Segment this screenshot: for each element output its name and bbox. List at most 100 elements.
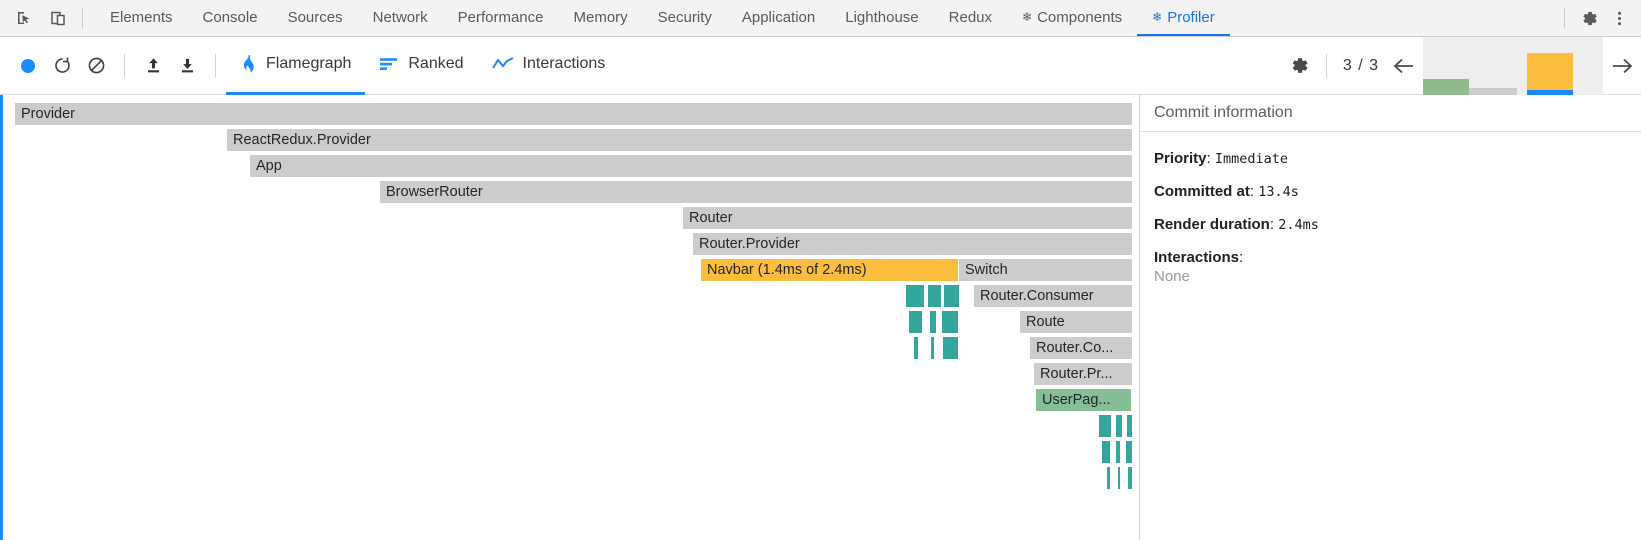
flame-bar-router.co...[interactable]: Router.Co...: [1030, 337, 1133, 360]
flame-bar-unlabeled-17[interactable]: [931, 337, 935, 360]
flame-bar-unlabeled-9[interactable]: [928, 285, 942, 308]
ranked-bars-icon: [379, 56, 399, 72]
tab-memory[interactable]: Memory: [559, 0, 643, 36]
more-options-icon[interactable]: [1605, 4, 1633, 32]
reload-and-profile-button[interactable]: [46, 50, 78, 82]
tab-label: Sources: [287, 8, 343, 26]
flame-bar-unlabeled-8[interactable]: [906, 285, 925, 308]
flame-bar-unlabeled-23[interactable]: [1116, 415, 1123, 438]
toolbar-divider: [124, 53, 125, 78]
flame-bar-unlabeled-13[interactable]: [930, 311, 937, 334]
commit-bar-1[interactable]: [1423, 37, 1469, 95]
tab-application[interactable]: Application: [727, 0, 830, 36]
tab-performance[interactable]: Performance: [443, 0, 559, 36]
flame-bar-navbar[interactable]: Navbar (1.4ms of 2.4ms): [701, 259, 959, 282]
profiler-controls: [0, 50, 226, 82]
tab-security[interactable]: Security: [643, 0, 727, 36]
tab-redux[interactable]: Redux: [934, 0, 1007, 36]
detail-value: 2.4ms: [1278, 217, 1319, 233]
tab-network[interactable]: Network: [358, 0, 443, 36]
flame-icon: [240, 54, 257, 74]
tab-label: Redux: [948, 8, 993, 26]
flame-bar-userpag...[interactable]: UserPag...: [1036, 389, 1132, 412]
tab-sources[interactable]: Sources: [273, 0, 358, 36]
commit-bar-2[interactable]: [1469, 37, 1517, 95]
devtools-tabbar: Elements Console Sources Network Perform…: [0, 0, 1641, 37]
flame-bar-unlabeled-12[interactable]: [909, 311, 923, 334]
tab-label: Components: [1037, 8, 1123, 26]
commit-navigation: 3 / 3: [1284, 36, 1641, 95]
flame-bar-unlabeled-29[interactable]: [1118, 467, 1121, 490]
tab-elements[interactable]: Elements: [95, 0, 188, 36]
flame-bar-unlabeled-25[interactable]: [1102, 441, 1111, 464]
tab-console[interactable]: Console: [188, 0, 273, 36]
pane-divider[interactable]: [1139, 95, 1140, 540]
react-atom-icon: ❄: [1022, 10, 1033, 24]
detail-row-interactions: Interactions:: [1154, 249, 1641, 266]
flame-bar-unlabeled-30[interactable]: [1128, 467, 1133, 490]
flame-bar-router[interactable]: Router: [683, 207, 1133, 230]
tab-label: Application: [741, 8, 816, 26]
detail-key: Committed at: [1154, 183, 1250, 200]
flame-bar-unlabeled-14[interactable]: [942, 311, 959, 334]
next-commit-button[interactable]: [1603, 49, 1641, 83]
tab-label: Lighthouse: [845, 8, 919, 26]
flame-bar-unlabeled-22[interactable]: [1099, 415, 1112, 438]
flame-bar-provider[interactable]: Provider: [15, 103, 1133, 126]
flame-bar-unlabeled-24[interactable]: [1127, 415, 1133, 438]
tab-label: Security: [657, 8, 712, 26]
tab-components[interactable]: ❄ Components: [1007, 0, 1137, 36]
profiler-view-tabs: Flamegraph Ranked Intera: [226, 37, 619, 95]
flame-bar-reactredux.provider[interactable]: ReactRedux.Provider: [227, 129, 1133, 152]
flame-bar-router.consumer[interactable]: Router.Consumer: [974, 285, 1133, 308]
flame-bar-route[interactable]: Route: [1020, 311, 1133, 334]
commit-selector-chart[interactable]: [1423, 36, 1603, 95]
flame-bar-unlabeled-10[interactable]: [944, 285, 960, 308]
tabbar-divider: [82, 8, 83, 28]
record-button[interactable]: [12, 50, 44, 82]
detail-separator: :: [1206, 150, 1215, 167]
view-tab-label: Ranked: [408, 55, 464, 72]
flame-bar-router.pr...[interactable]: Router.Pr...: [1034, 363, 1133, 386]
settings-gear-icon[interactable]: [1575, 4, 1603, 32]
tab-flamegraph[interactable]: Flamegraph: [226, 37, 366, 95]
flame-bar-unlabeled-16[interactable]: [914, 337, 919, 360]
commit-details-body: Priority: Immediate Committed at: 13.4s …: [1140, 132, 1641, 285]
detail-key: Render duration: [1154, 216, 1270, 233]
flame-bar-switch[interactable]: Switch: [959, 259, 1133, 282]
clear-profiling-data-button[interactable]: [80, 50, 112, 82]
flame-bar-unlabeled-28[interactable]: [1107, 467, 1111, 490]
load-profile-button[interactable]: [137, 50, 169, 82]
save-profile-button[interactable]: [171, 50, 203, 82]
flame-bar-app[interactable]: App: [250, 155, 1133, 178]
commit-bar-3[interactable]: [1527, 37, 1573, 95]
tab-ranked[interactable]: Ranked: [365, 37, 477, 95]
tabbar-right-icon-group: [1560, 0, 1641, 36]
tab-label: Memory: [573, 8, 628, 26]
device-toolbar-icon[interactable]: [44, 4, 72, 32]
detail-separator: :: [1249, 183, 1259, 200]
detail-separator: :: [1269, 216, 1279, 233]
tab-lighthouse[interactable]: Lighthouse: [830, 0, 933, 36]
commit-details-pane: Commit information Priority: Immediate C…: [1140, 95, 1641, 540]
flame-bar-unlabeled-26[interactable]: [1116, 441, 1121, 464]
tabbar-left-icon-group: [0, 0, 95, 36]
profiler-settings-gear-icon[interactable]: [1284, 50, 1316, 82]
tab-profiler[interactable]: ❄ Profiler: [1137, 0, 1230, 36]
inspect-element-icon[interactable]: [10, 4, 38, 32]
flame-bar-browserrouter[interactable]: BrowserRouter: [380, 181, 1133, 204]
detail-row-render-duration: Render duration: 2.4ms: [1154, 216, 1641, 233]
flame-bar-unlabeled-27[interactable]: [1126, 441, 1133, 464]
detail-key: Interactions: [1154, 249, 1240, 266]
tab-interactions[interactable]: Interactions: [478, 37, 620, 95]
view-tab-label: Interactions: [522, 55, 606, 72]
detail-key: Priority: [1154, 150, 1207, 167]
tab-label: Elements: [110, 8, 173, 26]
flame-bar-router.provider[interactable]: Router.Provider: [693, 233, 1133, 256]
previous-commit-button[interactable]: [1385, 49, 1423, 83]
flame-bar-unlabeled-18[interactable]: [943, 337, 959, 360]
